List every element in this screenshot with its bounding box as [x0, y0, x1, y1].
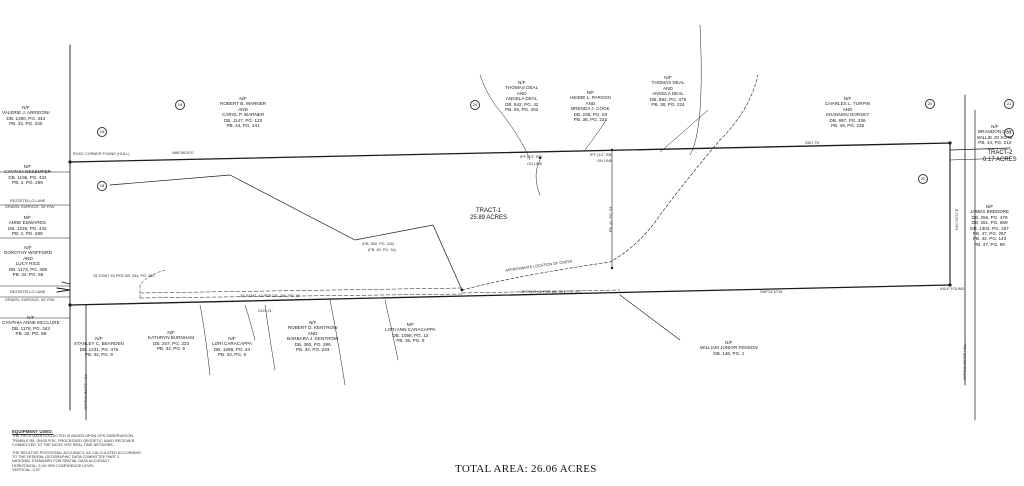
- circled-mark-19: 19: [175, 100, 185, 110]
- note-line: TO THE FEDERAL GEOGRAPHIC DATA COMMITTEE…: [12, 455, 120, 460]
- easement-label-1: 20' ESMT. 43 PER DB. 260, PG. 80: [240, 294, 301, 298]
- creek-line: [461, 74, 759, 291]
- rock-corner-label: ROCK CORNER FOUND (HOLL): [73, 152, 130, 156]
- circled-mark-24: 24: [470, 100, 480, 110]
- ipf-label-2: IPF (1/2" RB): [590, 153, 613, 157]
- equipment-notes-heading: EQUIPMENT USED:: [12, 429, 53, 434]
- easement-label-3: 15' ESMT 45 PER DB. 284, PG. 460: [93, 274, 155, 278]
- circled-mark-20: 20: [925, 99, 935, 109]
- note-line: THE RELATIVE POSITIONAL ACCURACY, AS CAL…: [12, 450, 141, 455]
- easement-label-2: 15' ESMT 42 PER DB. 393, PG. 503: [520, 290, 582, 294]
- circled-mark-15: 15: [97, 127, 107, 137]
- total-area-label: TOTAL AREA: 26.06 ACRES: [455, 463, 597, 475]
- circled-mark-23: 23: [1004, 128, 1014, 138]
- south-distance-label: 2419.21': [258, 309, 273, 313]
- equipment-notes: EQUIPMENT USED: THE FIELD DATA COLLECTED…: [12, 429, 187, 473]
- note-line: NATIONAL STANDARD FOR SPATIAL DATA ACCUR…: [12, 459, 110, 464]
- note-line: HORIZONTAL: 0.04' 95% CONFIDENCE LEVEL: [12, 463, 95, 468]
- note-line: TRIMBLE R8, GNSS RTK, PROCESSED GEODETIC…: [12, 438, 135, 443]
- road-label-1-surface: GRAVEL SURFACE, 30' R/W: [5, 205, 55, 209]
- on-line-label-2: ON LINE: [597, 159, 613, 163]
- approach-label-west: APPROXIMATE HILL: [84, 373, 88, 410]
- north-boundary-line: [69, 142, 951, 163]
- circled-mark-22: 22: [918, 174, 928, 184]
- circled-mark-18: 18: [97, 181, 107, 191]
- south-bearing-label: S88°24'10"W: [760, 290, 783, 294]
- db-ref-label-2: (PB. 40, PG. 34): [368, 248, 396, 252]
- note-line: THE FIELD DATA COLLECTED IS BASED UPON G…: [12, 434, 135, 439]
- note-line: VERTICAL: 0.07': [12, 468, 41, 473]
- east-bearing-label: N01°40'11"E: [955, 208, 959, 230]
- on-line-label-1: ON LINE: [527, 162, 543, 166]
- approach-label-east: APPROXIMATE HILL: [963, 343, 967, 380]
- circled-mark-21: 21: [1004, 99, 1014, 109]
- road-label-2: REZZETELLO LANE: [10, 290, 46, 294]
- axle-found-label: AXLE FOUND: [940, 287, 965, 291]
- road-label-2-surface: GRAVEL SURFACE, 30' R/W: [5, 298, 55, 302]
- db-ref-label: (DB. 850, PG. 242): [362, 242, 395, 246]
- ipf-label-1: IPF (1/2" RB): [520, 155, 543, 159]
- fence-line: [109, 174, 463, 291]
- south-boundary-line: [69, 284, 951, 306]
- road-label-1: REZZETELLO LANE: [10, 199, 46, 203]
- pb-vertical-label: PB. 42, PG. 53: [609, 206, 613, 232]
- north-bearing-label: N88°56'05"E: [172, 151, 194, 155]
- note-line: CONNECTED TO THE NCGS VRS REAL TIME NETW…: [12, 443, 115, 448]
- north-distance-label: 2567.76': [805, 141, 820, 145]
